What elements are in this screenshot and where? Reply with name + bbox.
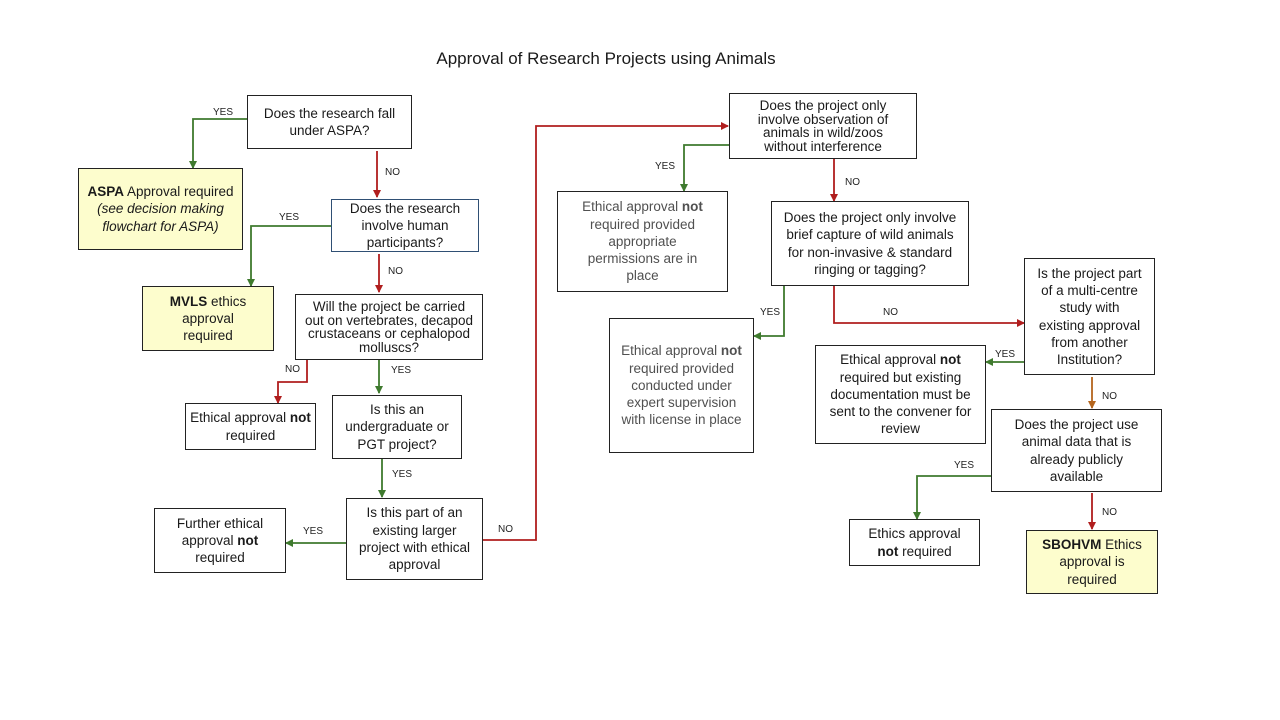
node-public-data: Does the project use animal data that is… (991, 409, 1162, 492)
node-multi-centre-text: Is the project part of a multi-centre st… (1037, 265, 1142, 368)
label-capture-no: NO (883, 307, 898, 318)
arrow-larger-no (482, 122, 729, 541)
label-ug-yes: YES (392, 469, 413, 480)
node-not-required-1-text: Ethical approval not required (190, 410, 311, 443)
diagram-title: Approval of Research Projects using Anim… (436, 49, 776, 68)
label-observation-no: NO (845, 177, 860, 188)
node-ug-pgt: Is this an undergraduate or PGT project? (332, 395, 462, 459)
label-multicentre-no: NO (1102, 391, 1117, 402)
node-ethics-not-required-text: Ethics approval not required (868, 526, 961, 559)
node-human-participants-text: Does the research involve human particip… (349, 200, 461, 251)
arrow-public-yes (913, 475, 991, 520)
label-vertebrates-yes: YES (391, 365, 412, 376)
node-aspa-required-text: ASPA Approval required(see decision maki… (87, 184, 234, 234)
label-multicentre-yes: YES (995, 349, 1016, 360)
arrow-aspa-yes (189, 118, 247, 169)
node-vertebrates-text: Will the project be carried out on verte… (304, 299, 474, 355)
arrow-observation-yes (680, 144, 729, 192)
node-observation-text: Does the project only involve observatio… (757, 98, 889, 154)
node-larger-project: Is this part of an existing larger proje… (346, 498, 483, 580)
node-aspa-required: ASPA Approval required(see decision maki… (78, 168, 243, 250)
label-vertebrates-no: NO (285, 364, 300, 375)
label-aspa-yes: YES (213, 107, 234, 118)
label-larger-no: NO (498, 524, 513, 535)
node-permissions: Ethical approval not required provided a… (557, 191, 728, 292)
arrow-capture-yes (753, 286, 785, 340)
node-aspa-question-text: Does the research fall under ASPA? (263, 105, 396, 138)
node-brief-capture-text: Does the project only involve brief capt… (783, 209, 957, 277)
arrow-vertebrates-no (274, 360, 308, 404)
label-human-yes: YES (279, 212, 300, 223)
label-human-no: NO (388, 266, 403, 277)
node-observation: Does the project only involve observatio… (729, 93, 917, 159)
node-documentation: Ethical approval not required but existi… (815, 345, 986, 444)
node-expert-supervision-text: Ethical approval not required provided c… (621, 343, 742, 428)
label-larger-yes: YES (303, 526, 324, 537)
node-ethics-not-required: Ethics approval not required (849, 519, 980, 566)
node-further-not-required-text: Further ethical approval not required (176, 515, 264, 566)
node-mvls-required: MVLS ethics approval required (142, 286, 274, 351)
node-aspa-question: Does the research fall under ASPA? (247, 95, 412, 149)
node-permissions-text: Ethical approval not required provided a… (582, 199, 703, 284)
label-observation-yes: YES (655, 161, 676, 172)
arrow-human-yes (247, 225, 331, 287)
label-capture-yes: YES (760, 307, 781, 318)
arrow-capture-no (833, 286, 1025, 327)
node-brief-capture: Does the project only involve brief capt… (771, 201, 969, 286)
node-multi-centre: Is the project part of a multi-centre st… (1024, 258, 1155, 375)
node-documentation-text: Ethical approval not required but existi… (829, 352, 972, 437)
label-aspa-no: NO (385, 167, 400, 178)
label-public-yes: YES (954, 460, 975, 471)
node-aspa-required-note: (see decision making flowchart for ASPA) (97, 201, 224, 234)
node-ug-pgt-text: Is this an undergraduate or PGT project? (345, 402, 449, 452)
node-larger-project-text: Is this part of an existing larger proje… (358, 505, 471, 573)
node-sbohvm-required-text: SBOHVM Ethics approval is required (1042, 537, 1142, 587)
node-public-data-text: Does the project use animal data that is… (1014, 416, 1139, 484)
node-further-not-required: Further ethical approval not required (154, 508, 286, 573)
node-sbohvm-required: SBOHVM Ethics approval is required (1026, 530, 1158, 594)
label-public-no: NO (1102, 507, 1117, 518)
node-human-participants: Does the research involve human particip… (331, 199, 479, 252)
node-not-required-1: Ethical approval not required (185, 403, 316, 450)
node-vertebrates: Will the project be carried out on verte… (295, 294, 483, 360)
node-mvls-required-text: MVLS ethics approval required (169, 293, 247, 344)
node-expert-supervision: Ethical approval not required provided c… (609, 318, 754, 453)
